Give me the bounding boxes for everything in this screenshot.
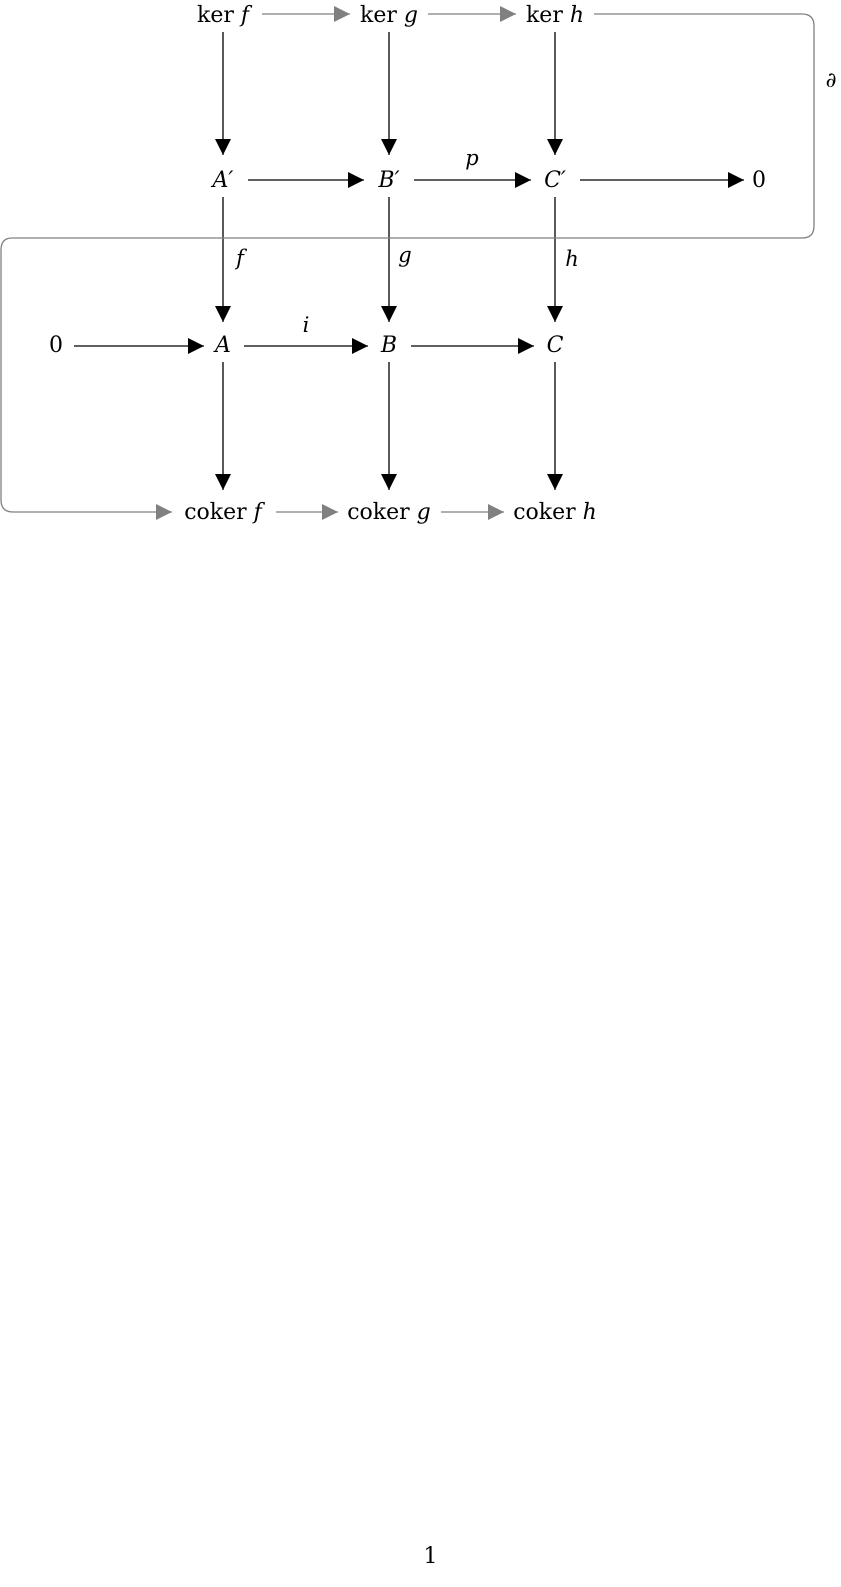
label-p: p bbox=[465, 146, 478, 170]
label-g: g bbox=[398, 243, 411, 267]
connecting-morphism-path bbox=[0, 13, 815, 520]
node-A-prime: A′ bbox=[211, 168, 234, 193]
label-connecting-morphism: ∂ bbox=[826, 68, 837, 92]
node-coker-f: coker f bbox=[184, 500, 265, 525]
node-zero-right: 0 bbox=[752, 168, 766, 193]
node-B-prime: B′ bbox=[377, 168, 399, 193]
node-ker-g: ker g bbox=[360, 3, 418, 28]
node-coker-h: coker h bbox=[513, 500, 597, 525]
label-h: h bbox=[565, 247, 579, 271]
node-A: A bbox=[213, 333, 231, 358]
node-C: C bbox=[547, 333, 564, 358]
page-number: 1 bbox=[423, 1544, 438, 1569]
node-C-prime: C′ bbox=[544, 168, 566, 193]
node-ker-f: ker f bbox=[197, 3, 253, 28]
node-zero-left: 0 bbox=[49, 333, 63, 358]
node-coker-g: coker g bbox=[347, 500, 431, 525]
label-i: i bbox=[303, 313, 310, 337]
node-ker-h: ker h bbox=[526, 3, 584, 28]
node-B: B bbox=[380, 333, 397, 358]
label-f: f bbox=[234, 246, 247, 270]
